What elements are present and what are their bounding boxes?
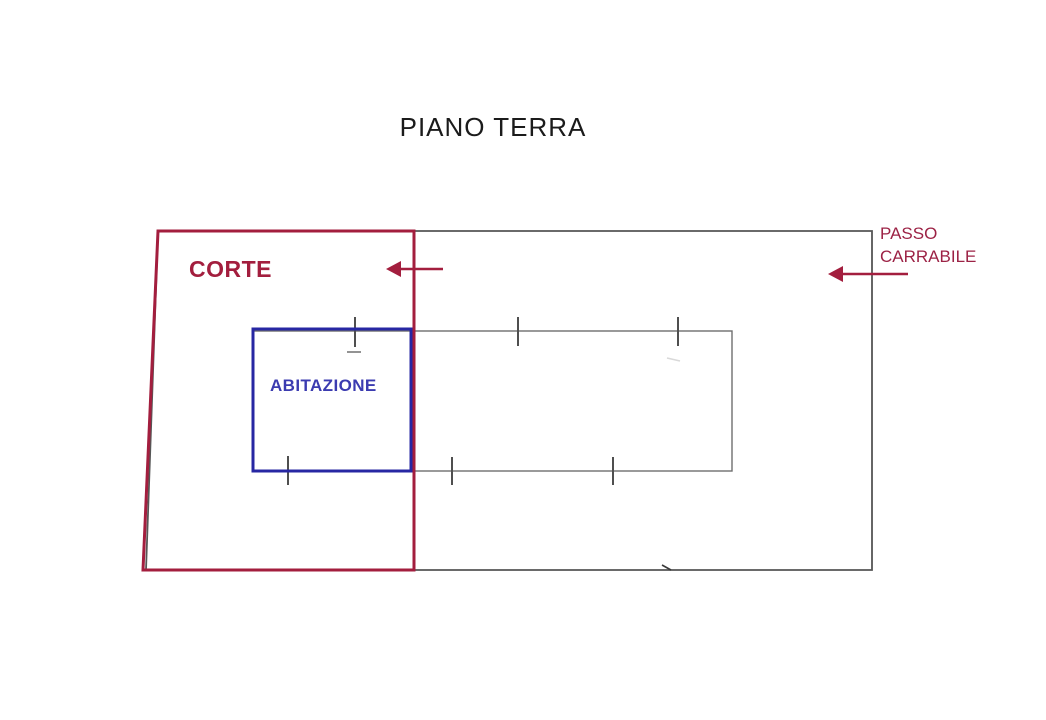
abitazione-label: ABITAZIONE bbox=[270, 376, 377, 395]
pen-mark bbox=[661, 564, 672, 571]
faint-dash bbox=[666, 357, 681, 362]
outer-parcel-boundary bbox=[145, 230, 873, 571]
corte-boundary bbox=[141, 229, 416, 572]
plan-title: PIANO TERRA bbox=[399, 112, 587, 142]
corte-entrance-arrow-icon bbox=[386, 261, 443, 277]
passo-carrabile-label: PASSO CARRABILE bbox=[880, 224, 977, 266]
passo-carrabile-arrow-icon bbox=[828, 266, 908, 282]
inner-building-outline bbox=[252, 330, 733, 472]
abitazione-outline bbox=[251, 327, 413, 473]
corte-label: CORTE bbox=[189, 256, 272, 282]
